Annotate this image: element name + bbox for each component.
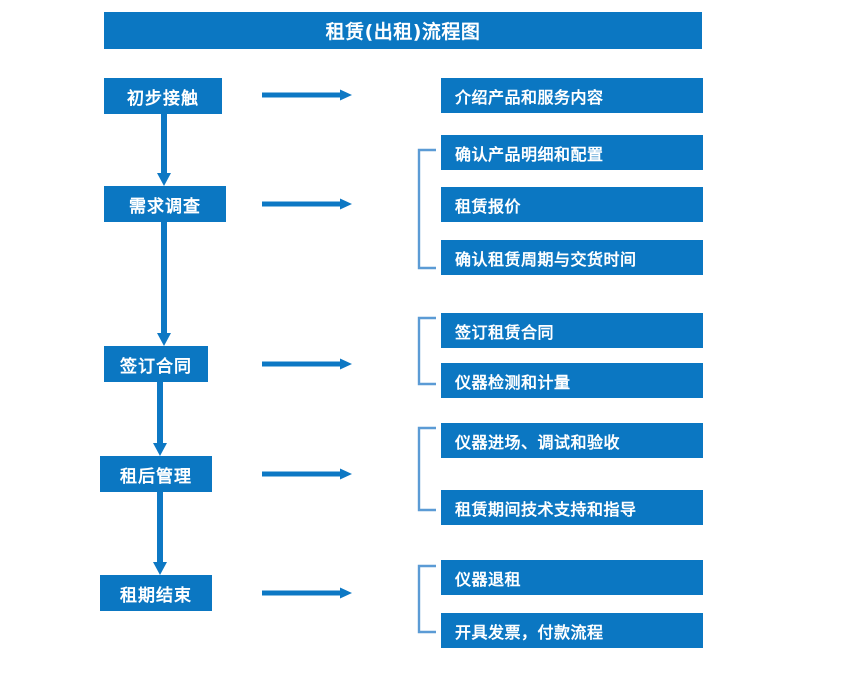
detail-box-1[interactable]: 介绍产品和服务内容	[441, 78, 703, 113]
detail-box-9[interactable]: 仪器退租	[441, 560, 703, 595]
down-arrow-icon-3	[152, 382, 168, 456]
stage-box-3[interactable]: 签订合同	[104, 346, 208, 382]
down-arrow-icon-4	[152, 492, 168, 575]
down-arrow-icon-2	[156, 222, 172, 346]
right-arrow-icon-5	[262, 586, 352, 600]
detail-box-6[interactable]: 仪器检测和计量	[441, 363, 703, 398]
page-title: 租赁(出租)流程图	[104, 12, 702, 49]
group-bracket-icon-2	[416, 316, 438, 386]
group-bracket-icon-4	[416, 564, 438, 634]
right-arrow-icon-1	[262, 88, 352, 102]
detail-box-5[interactable]: 签订租赁合同	[441, 313, 703, 348]
detail-box-7[interactable]: 仪器进场、调试和验收	[441, 423, 703, 458]
right-arrow-icon-4	[262, 467, 352, 481]
detail-box-4[interactable]: 确认租赁周期与交货时间	[441, 240, 703, 275]
stage-box-1[interactable]: 初步接触	[104, 78, 222, 114]
detail-box-8[interactable]: 租赁期间技术支持和指导	[441, 490, 703, 525]
group-bracket-icon-3	[416, 426, 438, 512]
stage-box-5[interactable]: 租期结束	[100, 575, 212, 611]
right-arrow-icon-2	[262, 197, 352, 211]
stage-box-4[interactable]: 租后管理	[100, 456, 212, 492]
down-arrow-icon-1	[156, 114, 172, 186]
detail-box-10[interactable]: 开具发票，付款流程	[441, 613, 703, 648]
group-bracket-icon-1	[416, 148, 438, 270]
detail-box-3[interactable]: 租赁报价	[441, 187, 703, 222]
right-arrow-icon-3	[262, 357, 352, 371]
stage-box-2[interactable]: 需求调查	[104, 186, 226, 222]
detail-box-2[interactable]: 确认产品明细和配置	[441, 135, 703, 170]
